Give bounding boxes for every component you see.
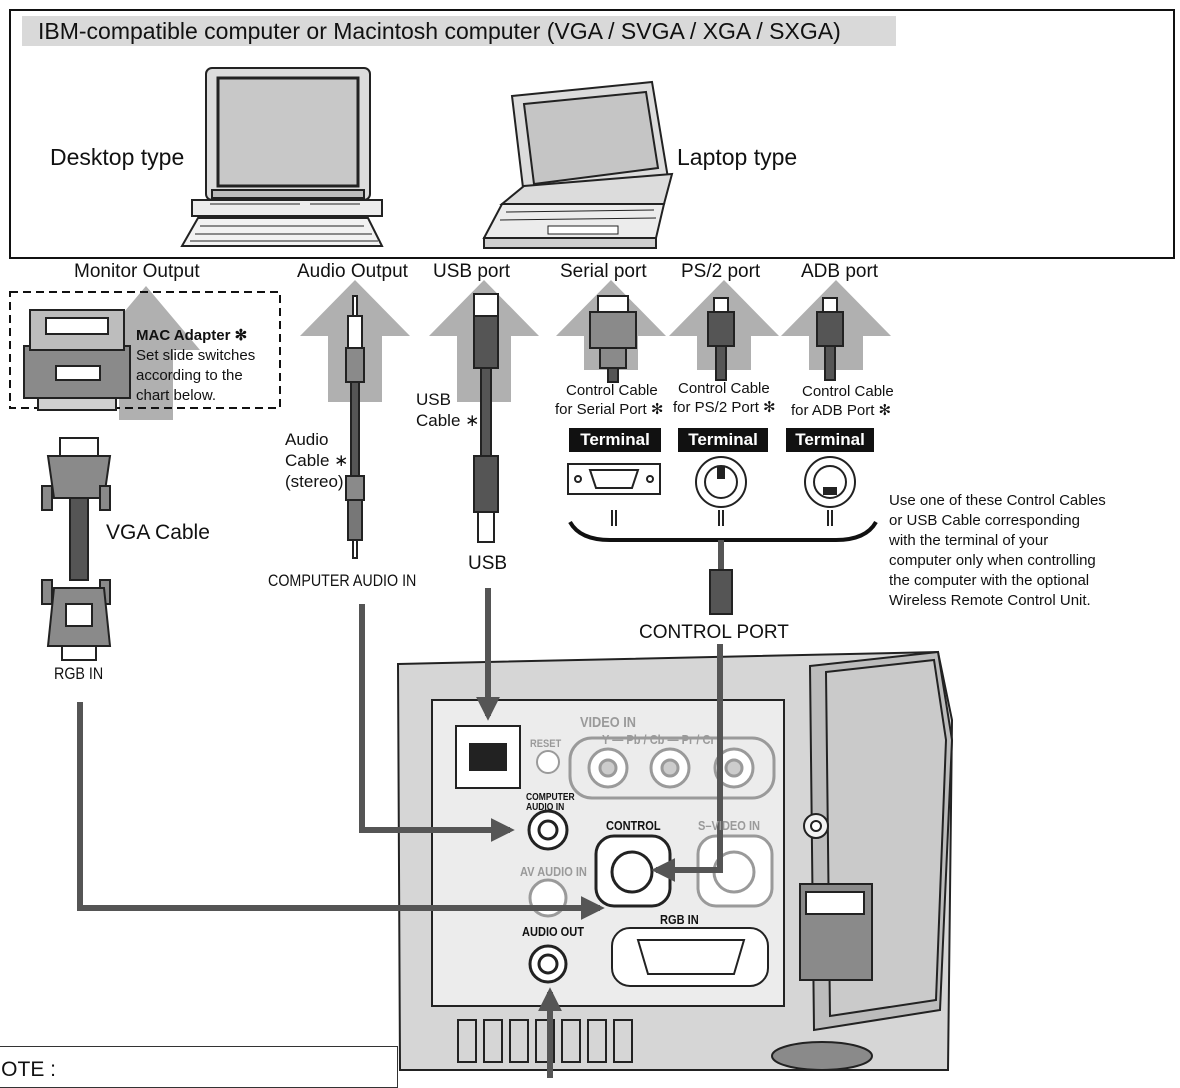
panel-control-label: CONTROL bbox=[606, 818, 661, 833]
serial-control-cable-line2: for Serial Port ✻ bbox=[555, 401, 664, 418]
panel-computer-audio-in-1: COMPUTER bbox=[526, 792, 575, 803]
mac-adapter-box bbox=[9, 291, 281, 409]
audio-cable-icon bbox=[345, 295, 365, 559]
reset-button bbox=[536, 750, 560, 774]
usb-cable-line2: Cable ∗ bbox=[416, 411, 480, 430]
ps2-port-label: PS/2 port bbox=[681, 261, 761, 282]
title-band bbox=[22, 16, 896, 46]
usb-cable-line1: USB bbox=[416, 390, 451, 409]
audio-cable-line3: (stereo) bbox=[285, 472, 344, 491]
control-cable-plug bbox=[709, 569, 733, 615]
serial-port-label: Serial port bbox=[560, 261, 647, 282]
connection-arrows bbox=[77, 588, 723, 1078]
side-note-line2: or USB Cable corresponding bbox=[889, 512, 1080, 529]
control-port-label: CONTROL PORT bbox=[639, 622, 789, 643]
desktop-computer-icon bbox=[180, 67, 384, 247]
usb-cable-icon bbox=[473, 293, 499, 543]
note-box bbox=[0, 1046, 398, 1088]
mac-adapter-line1: Set slide switches bbox=[136, 347, 256, 364]
panel-video-in-label: VIDEO IN bbox=[580, 714, 636, 731]
audio-cable-line2: Cable ∗ bbox=[285, 451, 349, 470]
note-label: NOTE : bbox=[0, 1058, 57, 1081]
audio-out-jack bbox=[528, 944, 568, 984]
ps2-control-cable-line2: for PS/2 Port ✻ bbox=[673, 399, 776, 416]
panel-rgb-in-label: RGB IN bbox=[660, 912, 699, 927]
control-cable-line bbox=[718, 540, 724, 570]
ps2-terminal-label: Terminal bbox=[678, 428, 768, 452]
panel-video-sub-label: Y — Pb / Cb — Pr / Cr bbox=[602, 732, 715, 747]
ps2-control-cable-line1: Control Cable bbox=[678, 380, 770, 397]
panel-av-audio-in-label: AV AUDIO IN bbox=[520, 864, 587, 879]
adb-terminal-icon bbox=[804, 456, 856, 508]
desktop-type-label: Desktop type bbox=[50, 144, 185, 170]
vga-cable-icon bbox=[41, 437, 112, 661]
adb-control-cable-line2: for ADB Port ✻ bbox=[791, 402, 892, 419]
monitor-output-label: Monitor Output bbox=[74, 261, 200, 282]
usb-b-port bbox=[455, 725, 521, 789]
video-rca-jacks bbox=[568, 736, 776, 800]
usb-port-label: USB port bbox=[433, 261, 511, 282]
audio-cable-line1: Audio bbox=[285, 430, 329, 449]
mac-adapter-line2: according to the bbox=[136, 367, 243, 384]
mac-adapter-title: MAC Adapter ✻ bbox=[136, 327, 248, 344]
s-video-in-jack bbox=[696, 834, 774, 908]
serial-terminal-label: Terminal bbox=[569, 428, 661, 452]
adb-cable-icon bbox=[816, 297, 844, 381]
panel-computer-audio-in-2: AUDIO IN bbox=[526, 802, 565, 813]
mac-adapter-line3: chart below. bbox=[136, 387, 217, 404]
computer-audio-in-jack bbox=[527, 809, 569, 851]
adb-terminal-label: Terminal bbox=[786, 428, 874, 452]
serial-control-cable-line1: Control Cable bbox=[566, 382, 658, 399]
mac-adapter-icon bbox=[23, 309, 131, 411]
side-note-line4: computer only when controlling bbox=[889, 552, 1096, 569]
laptop-type-label: Laptop type bbox=[677, 144, 798, 170]
computer-audio-in-label: COMPUTER AUDIO IN bbox=[268, 571, 417, 590]
serial-terminal-icon bbox=[567, 463, 661, 495]
adb-port-label: ADB port bbox=[801, 261, 879, 282]
panel-reset-label: RESET bbox=[530, 738, 562, 750]
laptop-computer-icon bbox=[482, 80, 674, 249]
rgb-in-label: RGB IN bbox=[54, 664, 104, 683]
ps2-cable-icon bbox=[707, 297, 735, 381]
panel-audio-out-label: AUDIO OUT bbox=[522, 924, 585, 939]
rgb-in-port bbox=[611, 927, 769, 987]
terminal-drop-lines bbox=[611, 510, 833, 526]
adb-control-cable-line1: Control Cable bbox=[802, 383, 894, 400]
side-note-line6: Wireless Remote Control Unit. bbox=[889, 592, 1091, 609]
side-note-line1: Use one of these Control Cables bbox=[889, 492, 1106, 509]
projector-vents bbox=[457, 1019, 633, 1063]
serial-cable-icon bbox=[589, 295, 637, 383]
vga-cable-label: VGA Cable bbox=[106, 521, 210, 544]
audio-output-label: Audio Output bbox=[297, 261, 408, 282]
side-note-line3: with the terminal of your bbox=[889, 532, 1049, 549]
side-note-line5: the computer with the optional bbox=[889, 572, 1090, 589]
usb-label: USB bbox=[468, 553, 508, 574]
computer-types-title: IBM-compatible computer or Macintosh com… bbox=[38, 18, 841, 44]
ps2-terminal-icon bbox=[695, 456, 747, 508]
panel-s-video-in-label: S–VIDEO IN bbox=[698, 818, 761, 833]
